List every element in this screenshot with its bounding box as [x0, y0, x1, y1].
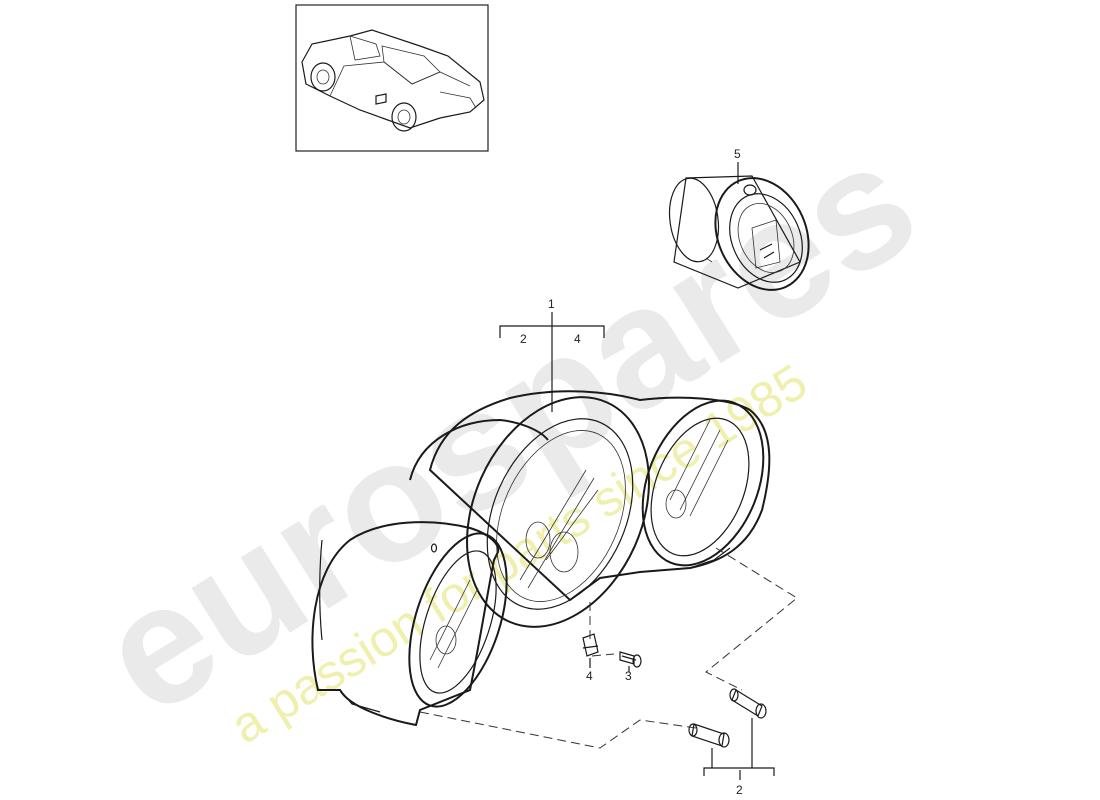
thumbnail-frame	[295, 4, 489, 152]
callout-2-lower: 2	[736, 783, 743, 797]
assembly-lines	[419, 547, 798, 749]
watermark: eurospares a passion for parts since 198…	[69, 105, 947, 755]
callout-4-upper: 4	[574, 332, 581, 346]
part-1-instrument-cluster[interactable]	[311, 368, 786, 727]
callout-2-upper: 2	[520, 332, 527, 346]
vehicle-thumbnail[interactable]	[295, 4, 489, 152]
callouts: 1 2 4 5 4 3 2	[520, 147, 743, 797]
callout-4-lower: 4	[586, 669, 593, 683]
part-2-bulb-holder-left[interactable]	[688, 723, 730, 748]
part-2-bulb-holder-right[interactable]	[729, 688, 767, 719]
callout-5: 5	[734, 147, 741, 161]
car-icon	[301, 29, 485, 132]
watermark-brand: eurospares	[69, 105, 947, 752]
part-3-screw[interactable]	[619, 651, 642, 668]
callout-1: 1	[548, 297, 555, 311]
leader-lines	[499, 162, 775, 780]
callout-3: 3	[625, 669, 632, 683]
